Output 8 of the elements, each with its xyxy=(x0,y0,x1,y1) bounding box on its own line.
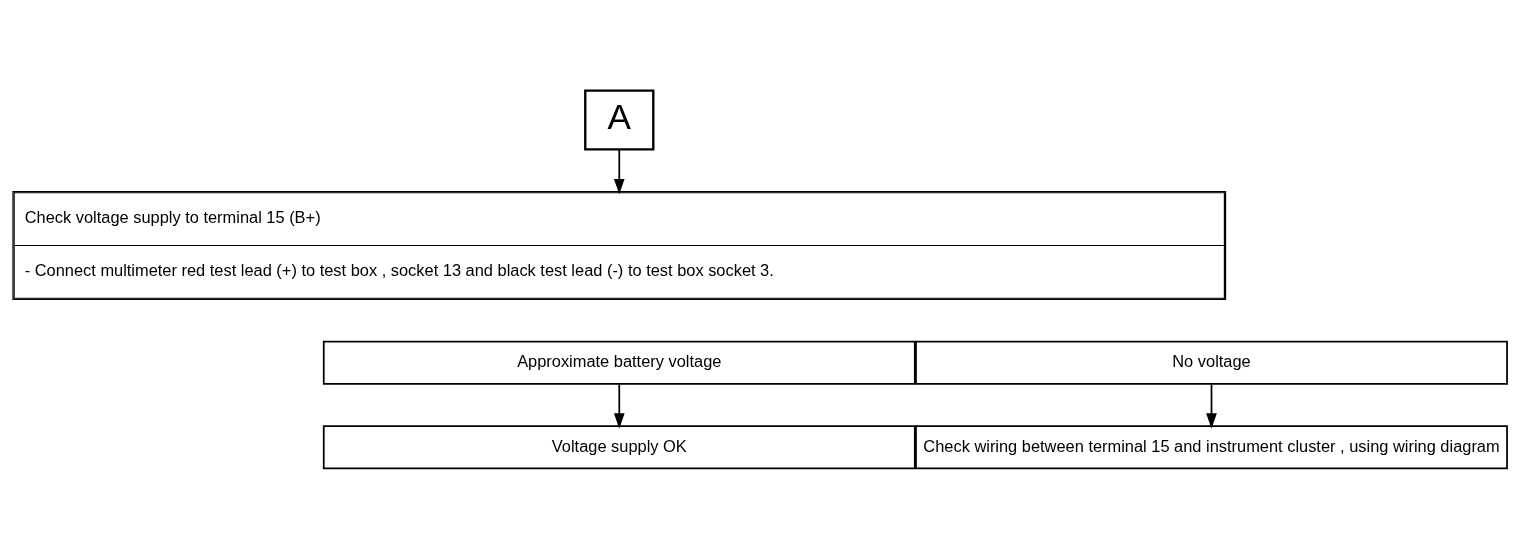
node-box: Voltage supply OK xyxy=(322,424,916,469)
arrow xyxy=(1206,382,1217,429)
node-box: A xyxy=(584,89,655,150)
arrow xyxy=(613,382,625,429)
arrow xyxy=(613,148,625,194)
node-box: No voltage xyxy=(915,340,1508,385)
node-box: Approximate battery voltage xyxy=(322,340,916,385)
node-box: Check wiring between terminal 15 and instrument cluster , using wiring diagram xyxy=(915,424,1508,469)
